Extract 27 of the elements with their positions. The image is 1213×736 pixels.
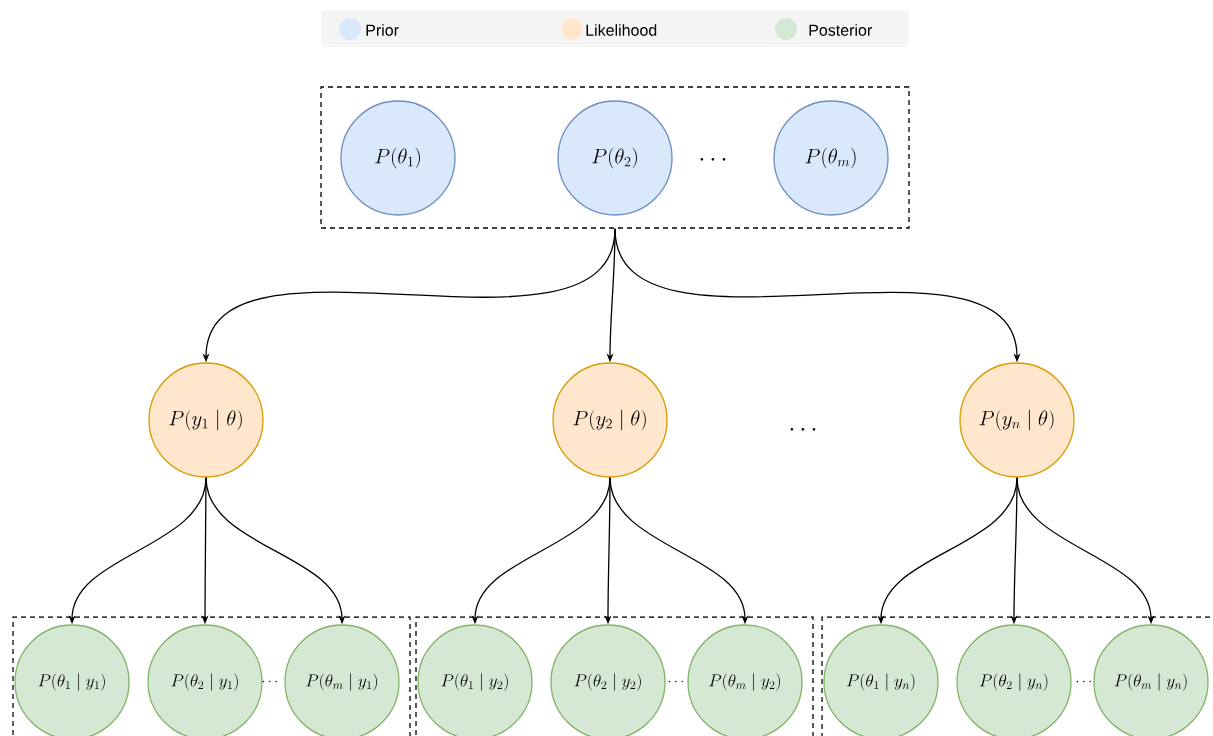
circle-node: $P(\theta_2)$ — [557, 100, 673, 216]
circle-node: $P(\theta_m \mid y_n)$ — [1093, 624, 1209, 736]
ellipsis: $\cdots$ — [700, 158, 726, 161]
ellipsis: $\cdots$ — [790, 428, 816, 431]
ellipsis: $\cdots$ — [262, 680, 277, 683]
circle-node: $P(y_1 \mid \theta)$ — [148, 362, 264, 478]
dashed-group-box — [415, 616, 814, 736]
circle-node: $P(\theta_m \mid y_2)$ — [687, 624, 803, 736]
legend-label: Posterior — [809, 24, 872, 36]
circle-node: $P(\theta_1 \mid y_2)$ — [417, 624, 533, 736]
circle-node: $P(y_n \mid \theta)$ — [959, 362, 1075, 478]
circle-node: $P(\theta_1 \mid y_1)$ — [14, 624, 130, 736]
circle-node: $P(\theta_1 \mid y_n)$ — [823, 624, 939, 736]
ellipsis: $\cdots$ — [668, 680, 683, 683]
dashed-group-box — [320, 86, 910, 229]
circle-node: $P(\theta_2 \mid y_2)$ — [550, 624, 666, 736]
ellipsis: $\cdots$ — [1076, 680, 1091, 683]
circle-node: $P(\theta_m \mid y_1)$ — [284, 624, 400, 736]
legend-label: Prior — [366, 24, 399, 36]
legend-label: Likelihood — [586, 24, 657, 36]
circle-node: $P(y_2 \mid \theta)$ — [552, 362, 668, 478]
dashed-group-box — [12, 616, 411, 736]
circle-node: $P(\theta_2 \mid y_n)$ — [956, 624, 1072, 736]
circle-node: $P(\theta_m)$ — [773, 100, 889, 216]
dashed-group-box — [821, 616, 1213, 736]
circle-node: $P(\theta_2 \mid y_1)$ — [147, 624, 263, 736]
circle-node: $P(\theta_1)$ — [340, 100, 456, 216]
